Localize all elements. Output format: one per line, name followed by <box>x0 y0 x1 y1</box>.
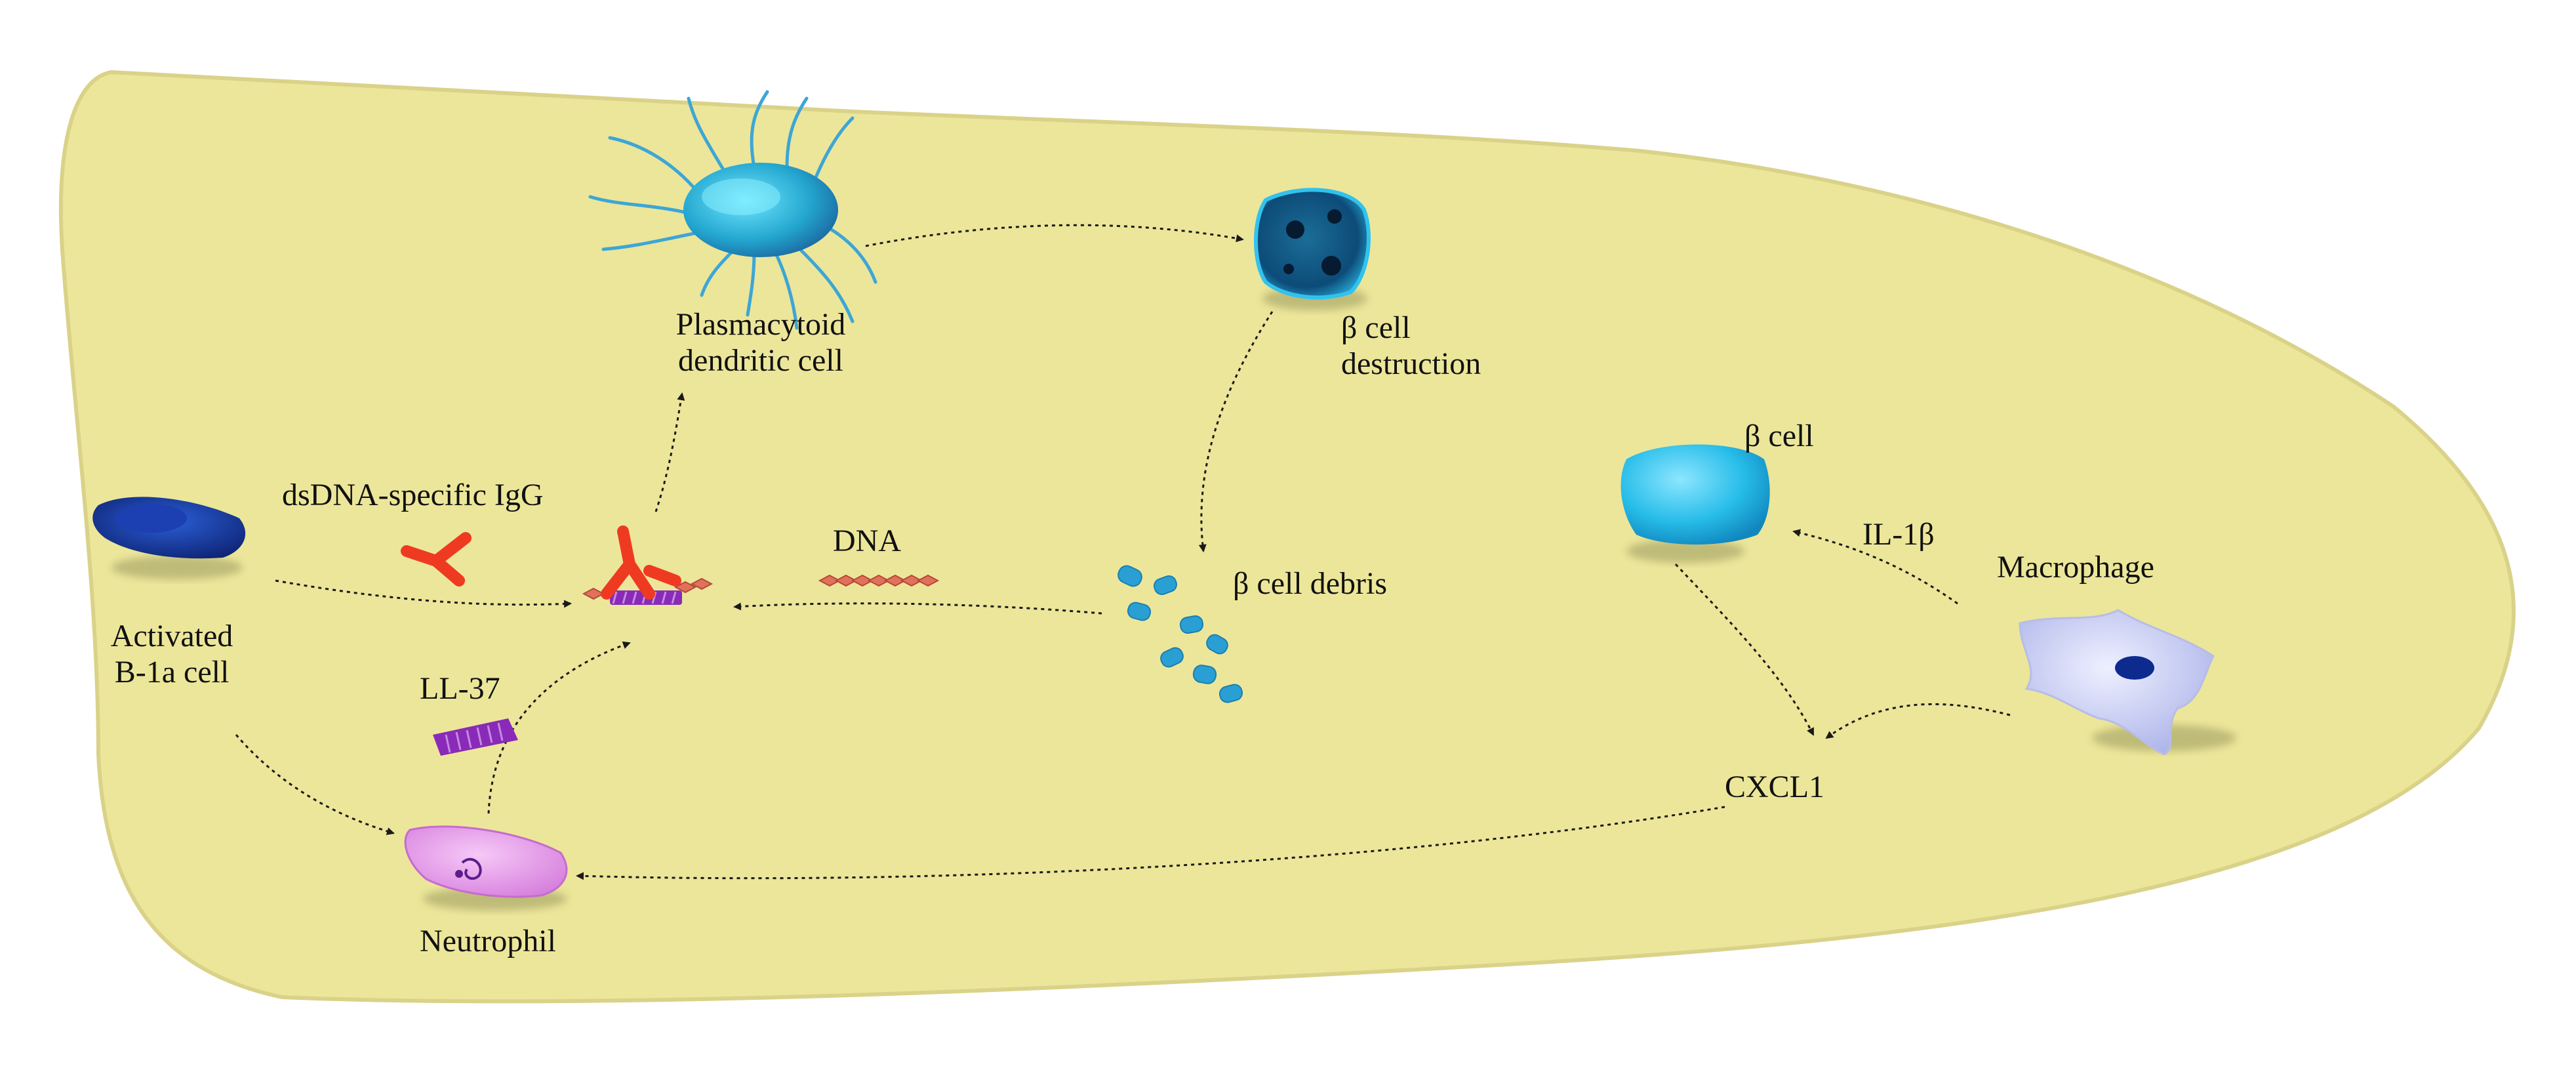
arrow-cxcl1-to-neutrophil <box>576 806 1725 880</box>
arrow-pdc-to-beta-destruction <box>865 224 1244 247</box>
arrow-destruction-to-debris <box>1198 311 1274 552</box>
debris-label: β cell debris <box>1233 566 1387 601</box>
pdc-label-line2: dendritic cell <box>678 343 843 378</box>
arrow-neutrophil-to-complex <box>487 641 631 814</box>
arrows <box>235 224 2011 880</box>
dna-label: DNA <box>833 524 901 558</box>
destroyed-beta-cell-icon <box>1254 188 1371 310</box>
b1a-label-line2: B-1a cell <box>115 655 230 689</box>
pdc-label-line1: Plasmacytoid <box>676 307 846 342</box>
beta-cell-debris-icon <box>1117 565 1243 703</box>
tissue-background <box>58 70 2516 1004</box>
arrow-b1a-to-neutrophil <box>235 734 395 835</box>
immune-complex-icon <box>582 525 714 605</box>
cxcl1-label: CXCL1 <box>1725 770 1824 804</box>
arrow-macrophage-to-cxcl1 <box>1825 703 2011 739</box>
ll37-peptide-icon <box>433 718 518 756</box>
ll37-label: LL-37 <box>420 671 500 706</box>
beta-cell-icon <box>1620 444 1770 563</box>
arrow-beta-cell-to-cxcl1 <box>1674 563 1815 736</box>
beta-destruction-label-line2: destruction <box>1341 346 1481 381</box>
arrow-b1a-to-complex <box>275 579 572 608</box>
macrophage-label: Macrophage <box>1997 550 2154 585</box>
arrow-macrophage-to-beta-cell <box>1792 529 1958 605</box>
il1b-label: IL-1β <box>1862 517 1935 552</box>
b1a-cell-icon <box>92 497 246 579</box>
dna-strand-icon <box>818 574 940 587</box>
plasmacytoid-dendritic-cell-icon <box>588 90 877 330</box>
arrow-debris-to-complex <box>733 602 1102 615</box>
igg-label: dsDNA-specific IgG <box>282 478 544 512</box>
neutrophil-label: Neutrophil <box>420 924 556 958</box>
macrophage-icon <box>2019 609 2236 756</box>
arrow-complex-to-pdc <box>654 392 685 512</box>
beta-destruction-label-line1: β cell <box>1341 310 1411 345</box>
beta-cell-label: β cell <box>1744 419 1814 453</box>
neutrophil-icon <box>404 825 568 911</box>
igg-antibody-icon <box>401 532 472 586</box>
b1a-label-line1: Activated <box>111 619 233 653</box>
